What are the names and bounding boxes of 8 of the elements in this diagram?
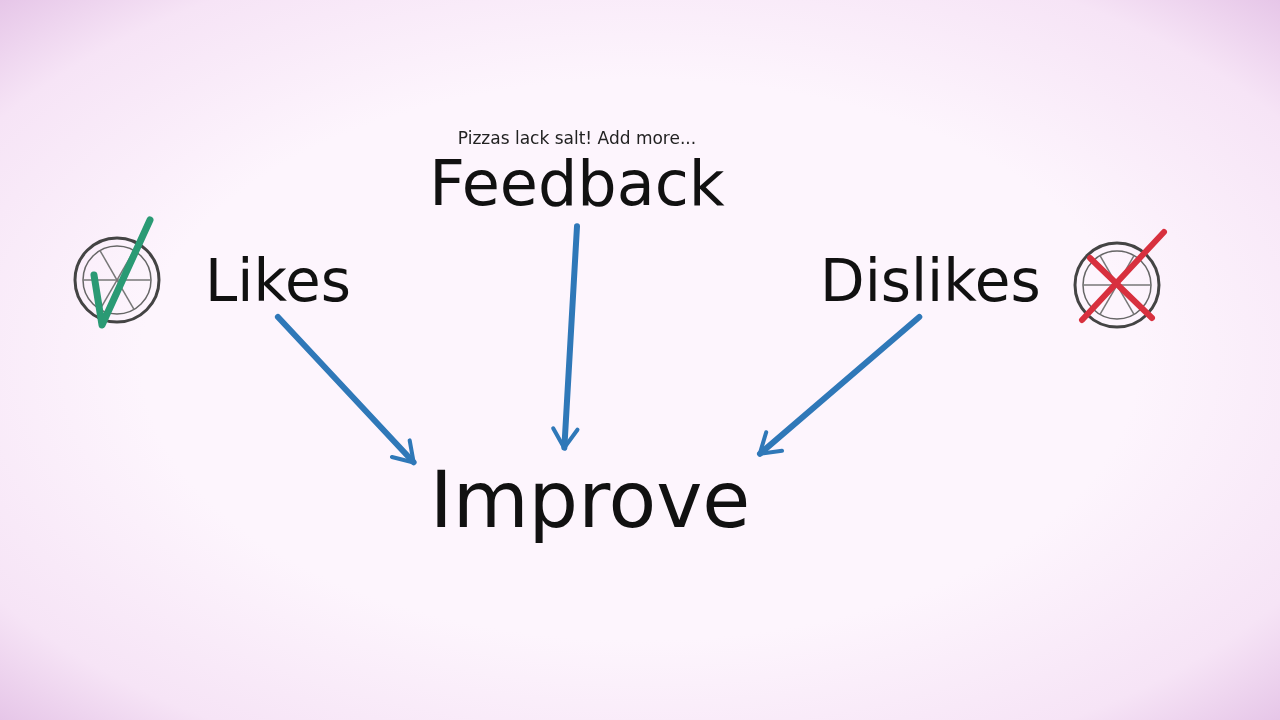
- node-label: Likes: [205, 250, 351, 314]
- note-text: Pizzas lack salt! Add more...: [457, 128, 697, 148]
- node-label: Improve: [429, 458, 751, 544]
- arrow: [757, 314, 923, 457]
- node-label: Dislikes: [820, 250, 1041, 314]
- node-label: Feedback: [429, 150, 725, 219]
- arrow: [552, 223, 580, 451]
- arrow: [274, 314, 417, 466]
